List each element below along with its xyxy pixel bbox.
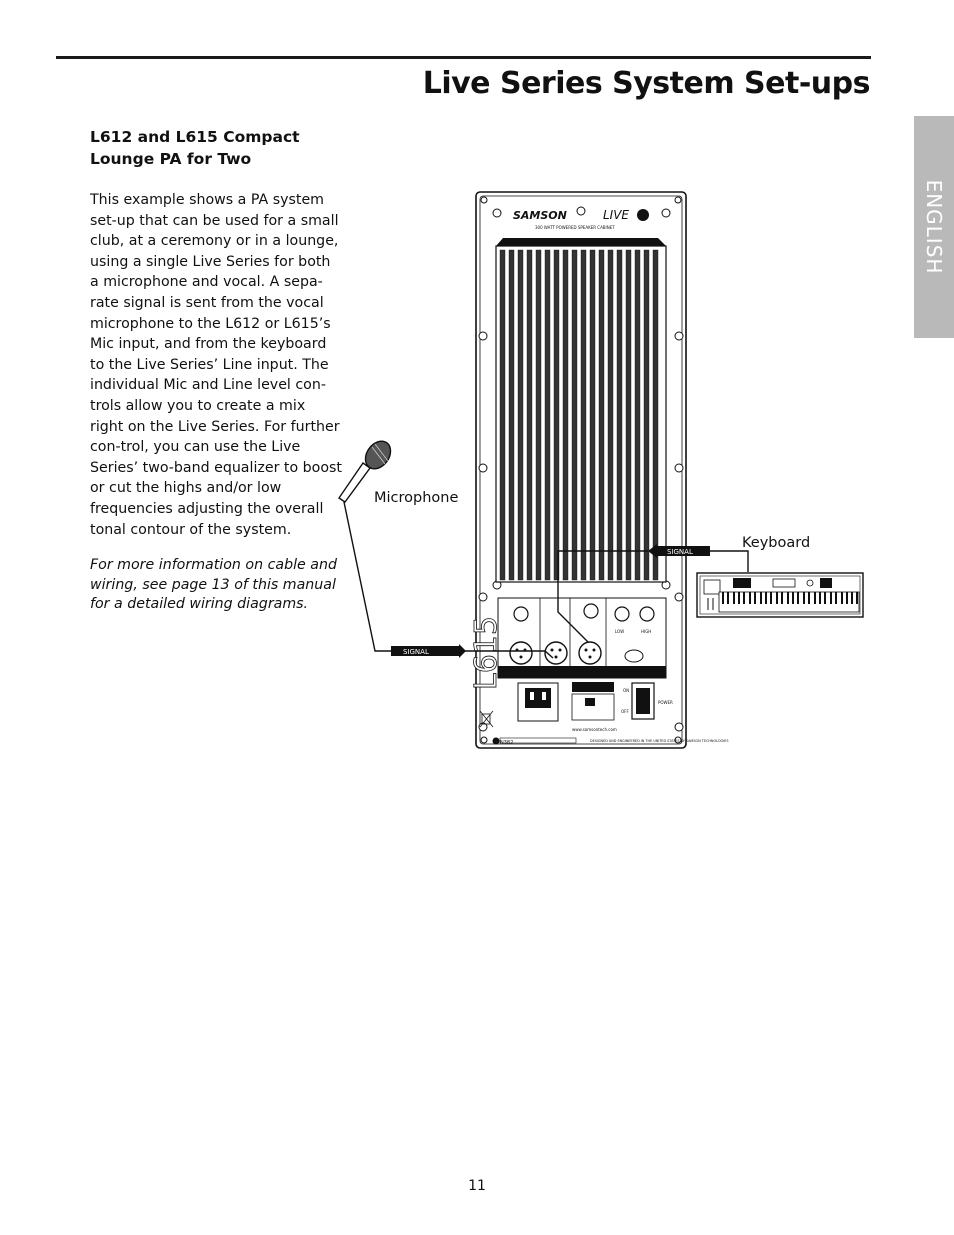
low-eq-knob [614, 606, 630, 622]
microphone-label: Microphone [374, 490, 458, 506]
weee-bin-icon [479, 710, 494, 728]
power-label: POWER [658, 700, 673, 705]
on-label: ON [623, 688, 629, 693]
mic-input-jack [544, 641, 568, 665]
power-section: ON OFF POWER www.samsontech.com DESIGNED… [479, 682, 728, 746]
high-eq-knob [639, 606, 655, 622]
keyboard-signal-label: SIGNAL [667, 548, 693, 556]
mic-output-jack [509, 641, 533, 665]
line-level-knob [583, 603, 599, 619]
keyboard-cable-inner [557, 550, 648, 643]
website-text: www.samsontech.com [572, 727, 617, 732]
mic-signal-arrow [460, 650, 554, 659]
keyboard-cable [710, 550, 749, 572]
brand-logo: SAMSON [513, 209, 567, 222]
microphone-icon [338, 440, 392, 503]
low-eq-label: LOW [615, 629, 624, 634]
keyboard-label: Keyboard [742, 535, 810, 551]
keyboard-signal-tag [656, 546, 710, 556]
mic-signal-tag [391, 646, 459, 656]
product-logo: LIVE [603, 208, 629, 222]
designed-text: DESIGNED AND ENGINEERED IN THE UNITED ST… [590, 739, 728, 743]
off-label: OFF [621, 709, 629, 714]
line-input-jack [578, 641, 602, 665]
control-section: LOW HIGH L615 [469, 597, 667, 690]
keyboard-icon [696, 572, 864, 618]
section-heading: L612 and L615 Compact Lounge PA for Two [90, 128, 300, 168]
product-logo-mark [637, 209, 649, 221]
mic-level-knob [513, 606, 529, 622]
mic-signal-label: SIGNAL [403, 648, 429, 656]
page-number: 11 [468, 1178, 486, 1194]
cert-code: N382 [500, 740, 513, 746]
language-tab: ENGLISH [914, 116, 954, 338]
speaker-back-panel: SAMSON LIVE 300 WATT POWERED SPEAKER CAB… [469, 191, 728, 749]
panel-subtitle: 300 WATT POWERED SPEAKER CABINET [535, 225, 615, 230]
high-eq-label: HIGH [641, 629, 651, 634]
cert-check-icon [492, 737, 500, 745]
body-paragraph: This example shows a PA system set-up th… [90, 192, 342, 538]
microphone-cable [343, 501, 460, 652]
heat-sink [495, 238, 667, 583]
model-label: L615 [469, 616, 504, 690]
page-title: Live Series System Set-ups [422, 66, 871, 101]
header-rule [56, 56, 871, 59]
note-paragraph: For more information on cable and wiring… [90, 557, 337, 613]
